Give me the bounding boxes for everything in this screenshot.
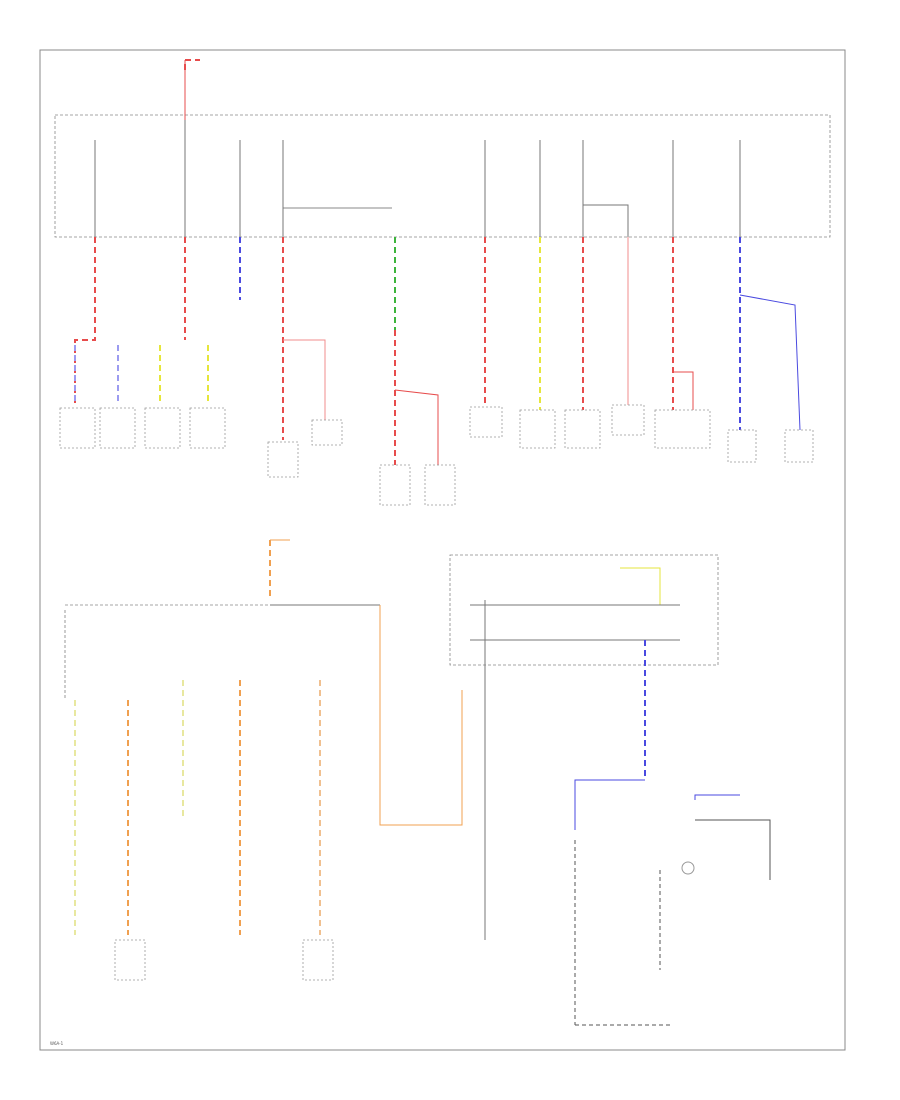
fuse-stubs xyxy=(94,120,741,237)
fuse-7-branch xyxy=(583,204,629,237)
ignition-feed xyxy=(694,794,740,800)
component-7 xyxy=(379,464,411,506)
component-11 xyxy=(564,409,601,449)
wire-circuit-1a xyxy=(74,237,96,405)
component-5 xyxy=(267,441,299,478)
component-lower-1 xyxy=(114,939,146,981)
sensor-symbol xyxy=(681,861,695,875)
wire-lower-6 xyxy=(379,605,463,826)
lower-left-circuits xyxy=(64,539,463,981)
wire-circuit-8-branch xyxy=(673,371,694,410)
wire-circuit-green-branch xyxy=(394,389,439,465)
component-3 xyxy=(144,407,181,449)
relay-box xyxy=(449,554,719,666)
relay-output-branch xyxy=(574,779,645,830)
lower-right-circuits xyxy=(449,554,771,1026)
feed-wire-top xyxy=(184,59,200,70)
component-10 xyxy=(519,409,556,449)
component-6 xyxy=(311,419,343,446)
junction-box xyxy=(54,114,831,238)
wire-circuit-4-branch xyxy=(283,339,326,420)
sensor-loop xyxy=(695,819,771,880)
component-1 xyxy=(59,407,96,449)
component-14 xyxy=(727,429,757,463)
upper-circuits xyxy=(74,237,801,465)
upper-components xyxy=(59,404,814,506)
component-2 xyxy=(99,407,136,449)
relay-feed xyxy=(620,567,661,605)
component-9 xyxy=(469,406,503,438)
page-frame xyxy=(39,49,846,1051)
component-12 xyxy=(611,404,645,436)
wire-circuit-9-branch xyxy=(739,294,801,431)
component-4 xyxy=(189,407,226,449)
component-lower-2 xyxy=(302,939,334,981)
component-13 xyxy=(654,409,711,449)
page-code: W6A-1 xyxy=(50,1041,64,1046)
component-15 xyxy=(784,429,814,463)
component-8 xyxy=(424,464,456,506)
